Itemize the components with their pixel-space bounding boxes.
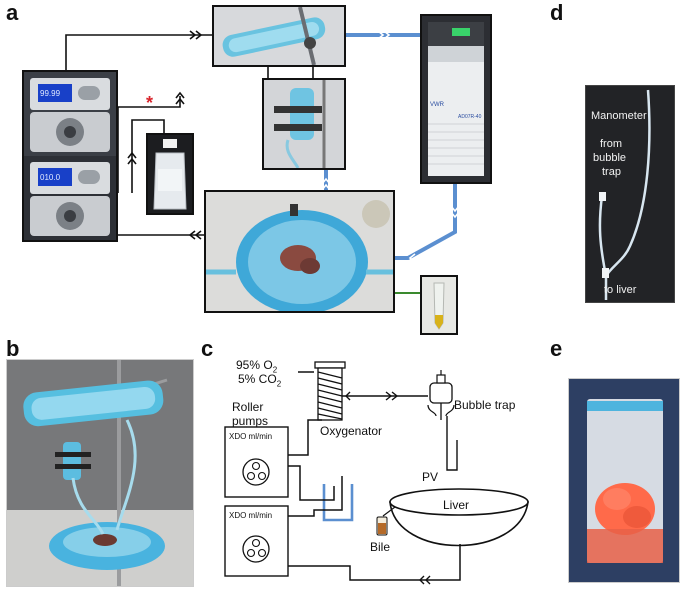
liver-label: Liver xyxy=(443,498,470,512)
to-liver-label: to liver xyxy=(604,284,637,296)
panel-label-e: e xyxy=(550,336,563,361)
panel-label-c: c xyxy=(201,336,214,361)
gas-label-o2: 95% O2 xyxy=(236,358,278,375)
panel-label-b: b xyxy=(6,336,20,361)
medium-bottle-photo xyxy=(146,133,194,215)
bile-label: Bile xyxy=(370,540,391,554)
blue-chevron-down-icon xyxy=(450,205,460,213)
chevron-right-icon xyxy=(189,30,197,40)
chevron-up-icon-2 xyxy=(127,151,137,159)
schematic-chevron-left-icon xyxy=(345,391,351,401)
bubble-trap-label: Bubble trap xyxy=(454,398,516,412)
bubble-trap-photo xyxy=(262,78,346,170)
liver-outflow-line xyxy=(288,544,461,581)
oxygenator-body xyxy=(317,367,343,421)
pump2-to-reservoir-line xyxy=(288,476,343,517)
liver-bag-photo xyxy=(568,378,680,583)
setup-assembled-photo xyxy=(6,359,194,587)
bile-tube-photo xyxy=(420,275,458,335)
oxygenator-label: Oxygenator xyxy=(320,424,383,438)
pump1-display: XDO ml/min xyxy=(229,432,273,441)
panel-label-a: a xyxy=(6,0,19,25)
chiller-brand: VWR xyxy=(430,102,444,108)
pump-display-bottom: 010.0 xyxy=(40,173,61,182)
manometer-label: Manometer xyxy=(591,110,647,122)
roller-pumps-label-2: pumps xyxy=(232,414,269,428)
liver-dish-photo xyxy=(204,190,395,313)
pv-label: PV xyxy=(422,470,439,484)
panel-label-d: d xyxy=(550,0,564,25)
bubble-trap-body xyxy=(429,382,453,404)
bottle-line-inner xyxy=(131,119,165,193)
oxygenator-photo xyxy=(212,5,346,67)
bottle-line-outer xyxy=(117,96,181,193)
bile-line-schematic xyxy=(382,506,396,517)
chiller-photo: VWR AD07R-40 xyxy=(420,14,492,184)
schematic-chevron-right-icon xyxy=(385,391,393,401)
reservoir xyxy=(322,484,354,522)
asterisk-mark: * xyxy=(146,93,154,113)
outflow-chevron-left-icon xyxy=(419,575,425,585)
pump-display-top: 99.99 xyxy=(40,89,61,98)
chevron-left-icon xyxy=(188,230,196,240)
blue-chevron-right-icon xyxy=(377,30,385,40)
trap-to-pv-line xyxy=(446,416,458,471)
manometer-photo: Manometer from bubble trap to liver xyxy=(585,85,675,303)
blue-chevron-up-icon xyxy=(321,177,331,185)
from-bubble-trap-label-1: from xyxy=(600,138,622,150)
chevron-up-icon xyxy=(175,91,185,99)
roller-pumps-photo: 99.99 010.0 xyxy=(22,70,118,242)
pump1-to-oxygenator-line xyxy=(288,419,322,456)
pump2-display: XDO ml/min xyxy=(229,511,273,520)
pump1-from-reservoir-line xyxy=(288,465,335,501)
oxygenator-cap xyxy=(314,361,346,369)
chiller-to-dish-tube xyxy=(395,184,457,260)
blue-chevron-left-icon xyxy=(408,253,416,263)
chiller-model: AD07R-40 xyxy=(458,114,482,120)
from-bubble-trap-label-3: trap xyxy=(602,166,621,178)
oxygenator-coil xyxy=(317,371,343,420)
liver-bowl-rim xyxy=(389,488,529,516)
from-bubble-trap-label-2: bubble xyxy=(593,152,627,164)
gas-label-co2: 5% CO2 xyxy=(238,372,282,389)
roller-pumps-label-1: Roller xyxy=(232,400,264,414)
